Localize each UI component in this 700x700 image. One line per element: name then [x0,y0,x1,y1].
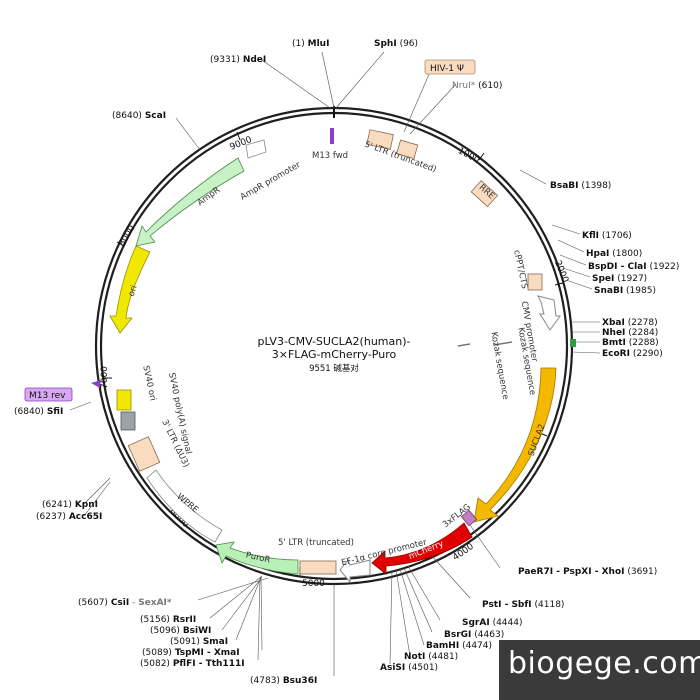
site-tspmi: (5089) TspMI - XmaI [142,648,240,658]
sv40ori-label: SV40 ori [140,365,157,402]
tick-5000: 5000 [302,579,325,589]
plasmid-name-line2: 3×FLAG-mCherry-Puro [272,348,397,361]
ef1a-arrow [339,559,371,584]
site-kfli: KflI (1706) [582,231,632,241]
site-scai: (8640) ScaI [112,111,166,121]
ltr5-block-1 [366,129,394,150]
leader-lines [69,51,601,676]
ampr-arrow [135,157,245,247]
hiv-psi-label: HIV-1 Ψ [430,64,464,74]
site-ndei: (9331) NdeI [210,55,266,65]
site-bmti: BmtI (2288) [602,338,659,348]
site-mlui: (1) MluI [292,39,329,49]
kozak-label-2: Kozak sequence [488,331,510,400]
site-asisi: AsiSI (4501) [380,663,438,673]
amprprom-label: AmpR promoter [239,160,303,203]
cppt-label: cPPT/CTS [511,249,529,290]
cppt-block [527,273,543,291]
site-noti: NotI (4481) [404,652,458,662]
plasmid-name-line1: pLV3-CMV-SUCLA2(human)- [258,335,411,348]
site-bspdi: BspDI - ClaI (1922) [588,262,679,272]
tick-7000: 7000 [100,366,110,389]
sucla2-arrow [473,367,557,523]
site-bamhi: BamHI (4474) [426,641,492,651]
site-kpni: (6241) KpnI [42,500,98,510]
ampr-promoter-arrow [245,139,267,159]
m13-rev-label: M13 rev [29,391,66,401]
puror-arrow [215,541,299,575]
site-bsrgi: BsrGI (4463) [444,630,504,640]
site-xbai: XbaI (2278) [602,318,658,328]
ltr5-block-2 [396,139,419,160]
site-psti: PstI - SbfI (4118) [482,600,564,610]
m13-rev-box [24,387,73,402]
site-sgrai: SgrAI (4444) [462,618,523,628]
site-spei: SpeI (1927) [592,274,647,284]
hiv-psi-box [424,59,476,75]
flag-block [460,509,478,527]
watermark-text: biogege.com [508,646,700,681]
site-bsabi: BsaBI (1398) [550,181,611,191]
kozak-marker-2 [457,343,471,347]
kozak-marker [493,341,513,346]
site-sfii: (6840) SfiI [14,407,63,417]
m13-fwd-label: M13 fwd [312,151,348,161]
site-pflfi: (5082) PflFI - Tth111I [140,659,245,669]
cmv-promoter-arrow [537,295,561,331]
mcherry-arrow [371,522,473,575]
site-bsiwi: (5096) BsiWI [150,626,211,636]
ltr5b-block [299,560,337,575]
site-sphi: SphI (96) [374,39,418,49]
site-snabi: SnaBI (1985) [594,286,656,296]
mcs-marker [570,339,576,347]
watermark-box [499,640,700,700]
site-ecori: EcoRI (2290) [602,349,663,359]
site-csii: (5607) CsiI - SexAI* [78,598,172,608]
site-paer7i: PaeR7I - PspXI - XhoI (3691) [518,567,657,577]
ori-arrow [109,245,151,334]
rre-block [470,180,499,208]
ltr3-block [127,436,161,472]
site-hpai: HpaI (1800) [586,249,642,259]
site-bsu36i: (4783) Bsu36I [250,676,317,686]
m13-rev-primer-marker [91,380,101,388]
wpre-block [146,469,223,543]
site-nrui: NruI* (610) [452,81,502,91]
site-nhei: NheI (2284) [602,328,658,338]
tick-8000: 8000 [117,223,137,248]
ori-label: ori [127,284,140,298]
sv40-grey-block [120,411,136,431]
ltr5b-label: 5' LTR (truncated) [278,538,354,548]
plasmid-length: 9551 碱基对 [309,363,359,374]
site-smai: (5091) SmaI [170,637,228,647]
site-acc65i: (6237) Acc65I [36,512,102,522]
sv40-ori-block [116,389,132,411]
m13-fwd-primer-marker [330,128,334,144]
site-rsrii: (5156) RsrII [140,615,196,625]
